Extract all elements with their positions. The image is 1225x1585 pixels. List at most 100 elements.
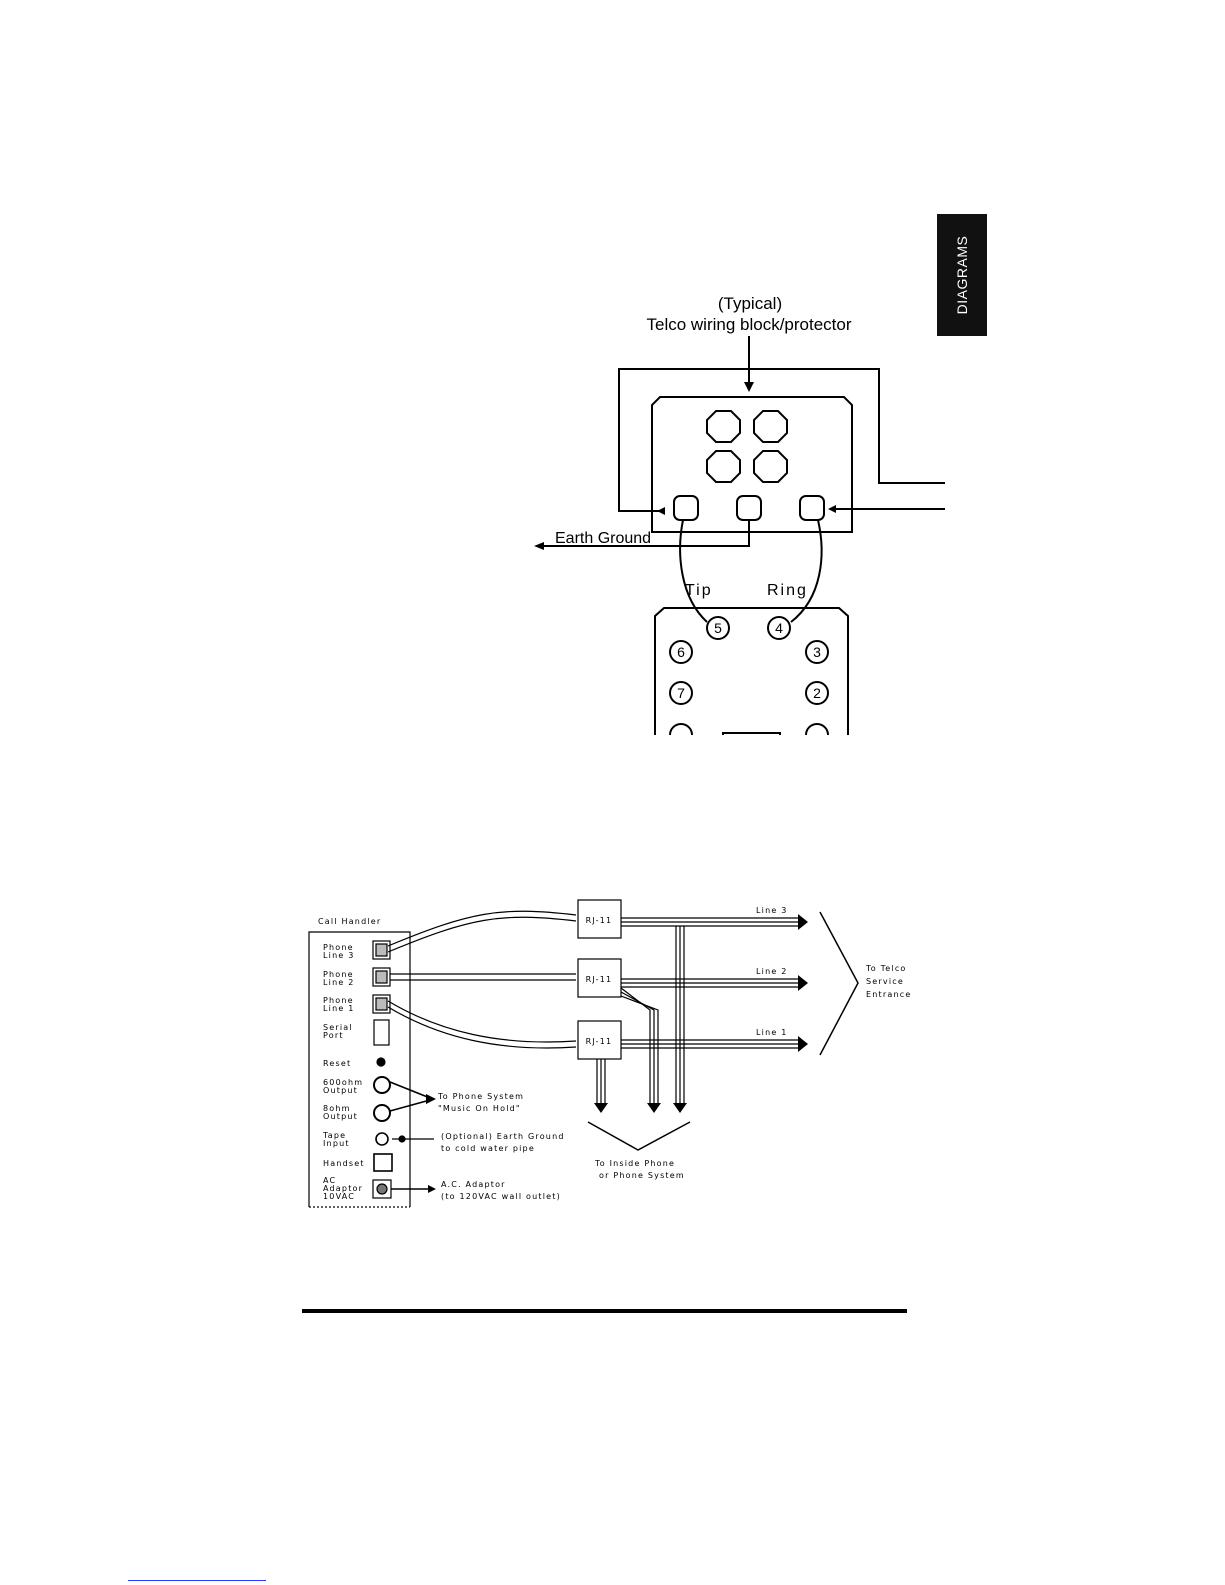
line2-label: Line 2 — [756, 967, 788, 976]
panel-label-phone-line2: Phone — [323, 970, 354, 979]
moh-arrow-600 — [389, 1081, 431, 1099]
wire-loop-arrowhead — [657, 507, 665, 515]
pin-label: 7 — [677, 685, 685, 701]
panel-label-600ohm: Output — [323, 1086, 358, 1095]
cable-line1 — [387, 1000, 577, 1043]
page-rule — [302, 1309, 907, 1313]
to-phone-system-label: To Phone System — [437, 1092, 524, 1101]
ground-terminal — [736, 495, 762, 521]
title-pointer-arrowhead — [744, 382, 754, 392]
pin-label: 4 — [775, 620, 783, 636]
cable-line3 — [387, 916, 577, 953]
jack-pin — [805, 681, 829, 705]
serial-port — [373, 1019, 390, 1046]
telco-bracket — [819, 911, 859, 1056]
jack-pin — [669, 640, 693, 664]
phone-line2-port-inner — [375, 970, 388, 984]
to-inside-phone-label: To Inside Phone — [594, 1159, 675, 1168]
earth-ground-note: (Optional) Earth Ground — [441, 1132, 565, 1141]
panel-label-handset: Handset — [323, 1159, 365, 1168]
pin-label: 6 — [677, 644, 685, 660]
call-handler-panel — [308, 931, 411, 1207]
telco-lines — [621, 914, 808, 1052]
handset-port — [373, 1153, 393, 1172]
panel-label-8ohm: 8ohm — [323, 1104, 351, 1113]
panel-label-phone-line1: Line 1 — [323, 1004, 355, 1013]
line1-label: Line 1 — [756, 1028, 788, 1037]
ac-adaptor-note: A.C. Adaptor — [441, 1180, 506, 1189]
telco-title-line2: Telco wiring block/protector — [646, 315, 851, 334]
phone-line1-port-inner — [375, 997, 388, 1011]
earth-ground-label: Earth Ground — [555, 530, 651, 547]
jack-pin — [805, 640, 829, 664]
tip-terminal — [673, 495, 699, 521]
tip-label: Tip — [685, 582, 713, 599]
tip-wire — [679, 519, 708, 623]
line3-label: Line 3 — [756, 906, 788, 915]
protector-cell — [753, 450, 788, 483]
to-telco-label: Service — [866, 977, 904, 986]
reset-button — [376, 1057, 386, 1067]
section-tab: DIAGRAMS — [937, 214, 987, 336]
earth-ground-wire — [544, 520, 750, 547]
protector-cell — [706, 450, 741, 483]
pin-label: 3 — [813, 644, 821, 660]
ac-adaptor-port-inner — [376, 1183, 388, 1195]
pin-label: 5 — [714, 620, 722, 636]
panel-label-phone-line2: Line 2 — [323, 978, 355, 987]
protector-cell — [753, 410, 788, 443]
phone-line2-port — [372, 967, 391, 987]
moh-arrowhead — [426, 1094, 436, 1104]
panel-label-phone-line3: Phone — [323, 943, 354, 952]
call-handler-diagram: Call Handler Phone Line 3 Phone Line 2 P… — [308, 899, 911, 1208]
ring-label: Ring — [767, 582, 808, 599]
inside-phone-drops — [594, 926, 687, 1113]
jack-pin — [669, 723, 693, 736]
cable-line1 — [387, 1006, 577, 1049]
rj11-box-line3 — [577, 899, 622, 939]
rj11-box-line2 — [577, 958, 622, 998]
panel-label-serial: Serial — [323, 1023, 353, 1032]
jack-pin — [767, 616, 791, 640]
to-phone-system-label: "Music On Hold" — [438, 1104, 521, 1113]
telco-wiring-diagram: (Typical) Telco wiring block/protector E… — [534, 294, 945, 741]
protector-cell — [706, 410, 741, 443]
panel-label-ac: AC — [323, 1176, 336, 1185]
panel-label-serial: Port — [323, 1031, 344, 1040]
ac-adaptor-note: (to 120VAC wall outlet) — [441, 1192, 561, 1201]
moh-arrow-8 — [389, 1099, 431, 1112]
phone-line1-port — [372, 994, 391, 1014]
to-inside-phone-label: or Phone System — [599, 1171, 685, 1180]
panel-label-tape: Tape — [322, 1131, 346, 1140]
output-8ohm-jack — [373, 1104, 391, 1122]
phone-line3-port — [372, 940, 391, 960]
ring-terminal — [799, 495, 825, 521]
earth-ground-note-dot — [398, 1135, 406, 1143]
crop-mask — [640, 735, 860, 741]
panel-label-reset: Reset — [323, 1059, 351, 1068]
to-telco-label: To Telco — [865, 964, 907, 973]
to-telco-label: Entrance — [866, 990, 911, 999]
output-600ohm-jack — [373, 1076, 391, 1094]
panel-label-tape: Input — [323, 1139, 350, 1148]
panel-label-ac: Adaptor — [323, 1184, 363, 1193]
cable-line3 — [387, 910, 577, 947]
panel-label-8ohm: Output — [323, 1112, 358, 1121]
unit-label: Call Handler — [318, 917, 381, 926]
ac-arrowhead — [428, 1185, 436, 1193]
jack-slot — [722, 732, 781, 735]
jack-pin — [805, 723, 829, 736]
panel-label-ac: 10VAC — [323, 1192, 355, 1201]
panel-label-phone-line3: Line 3 — [323, 951, 355, 960]
telco-title-line1: (Typical) — [718, 294, 782, 313]
panel-label-600ohm: 600ohm — [323, 1078, 363, 1087]
wall-jack — [654, 607, 849, 735]
protector-block — [651, 396, 853, 533]
phone-line3-port-inner — [375, 943, 388, 957]
inside-phone-bracket — [587, 1121, 691, 1151]
wire-loop — [618, 368, 945, 512]
jack-pin — [706, 616, 730, 640]
rj11-label: RJ-11 — [586, 975, 613, 984]
jack-pin — [669, 681, 693, 705]
